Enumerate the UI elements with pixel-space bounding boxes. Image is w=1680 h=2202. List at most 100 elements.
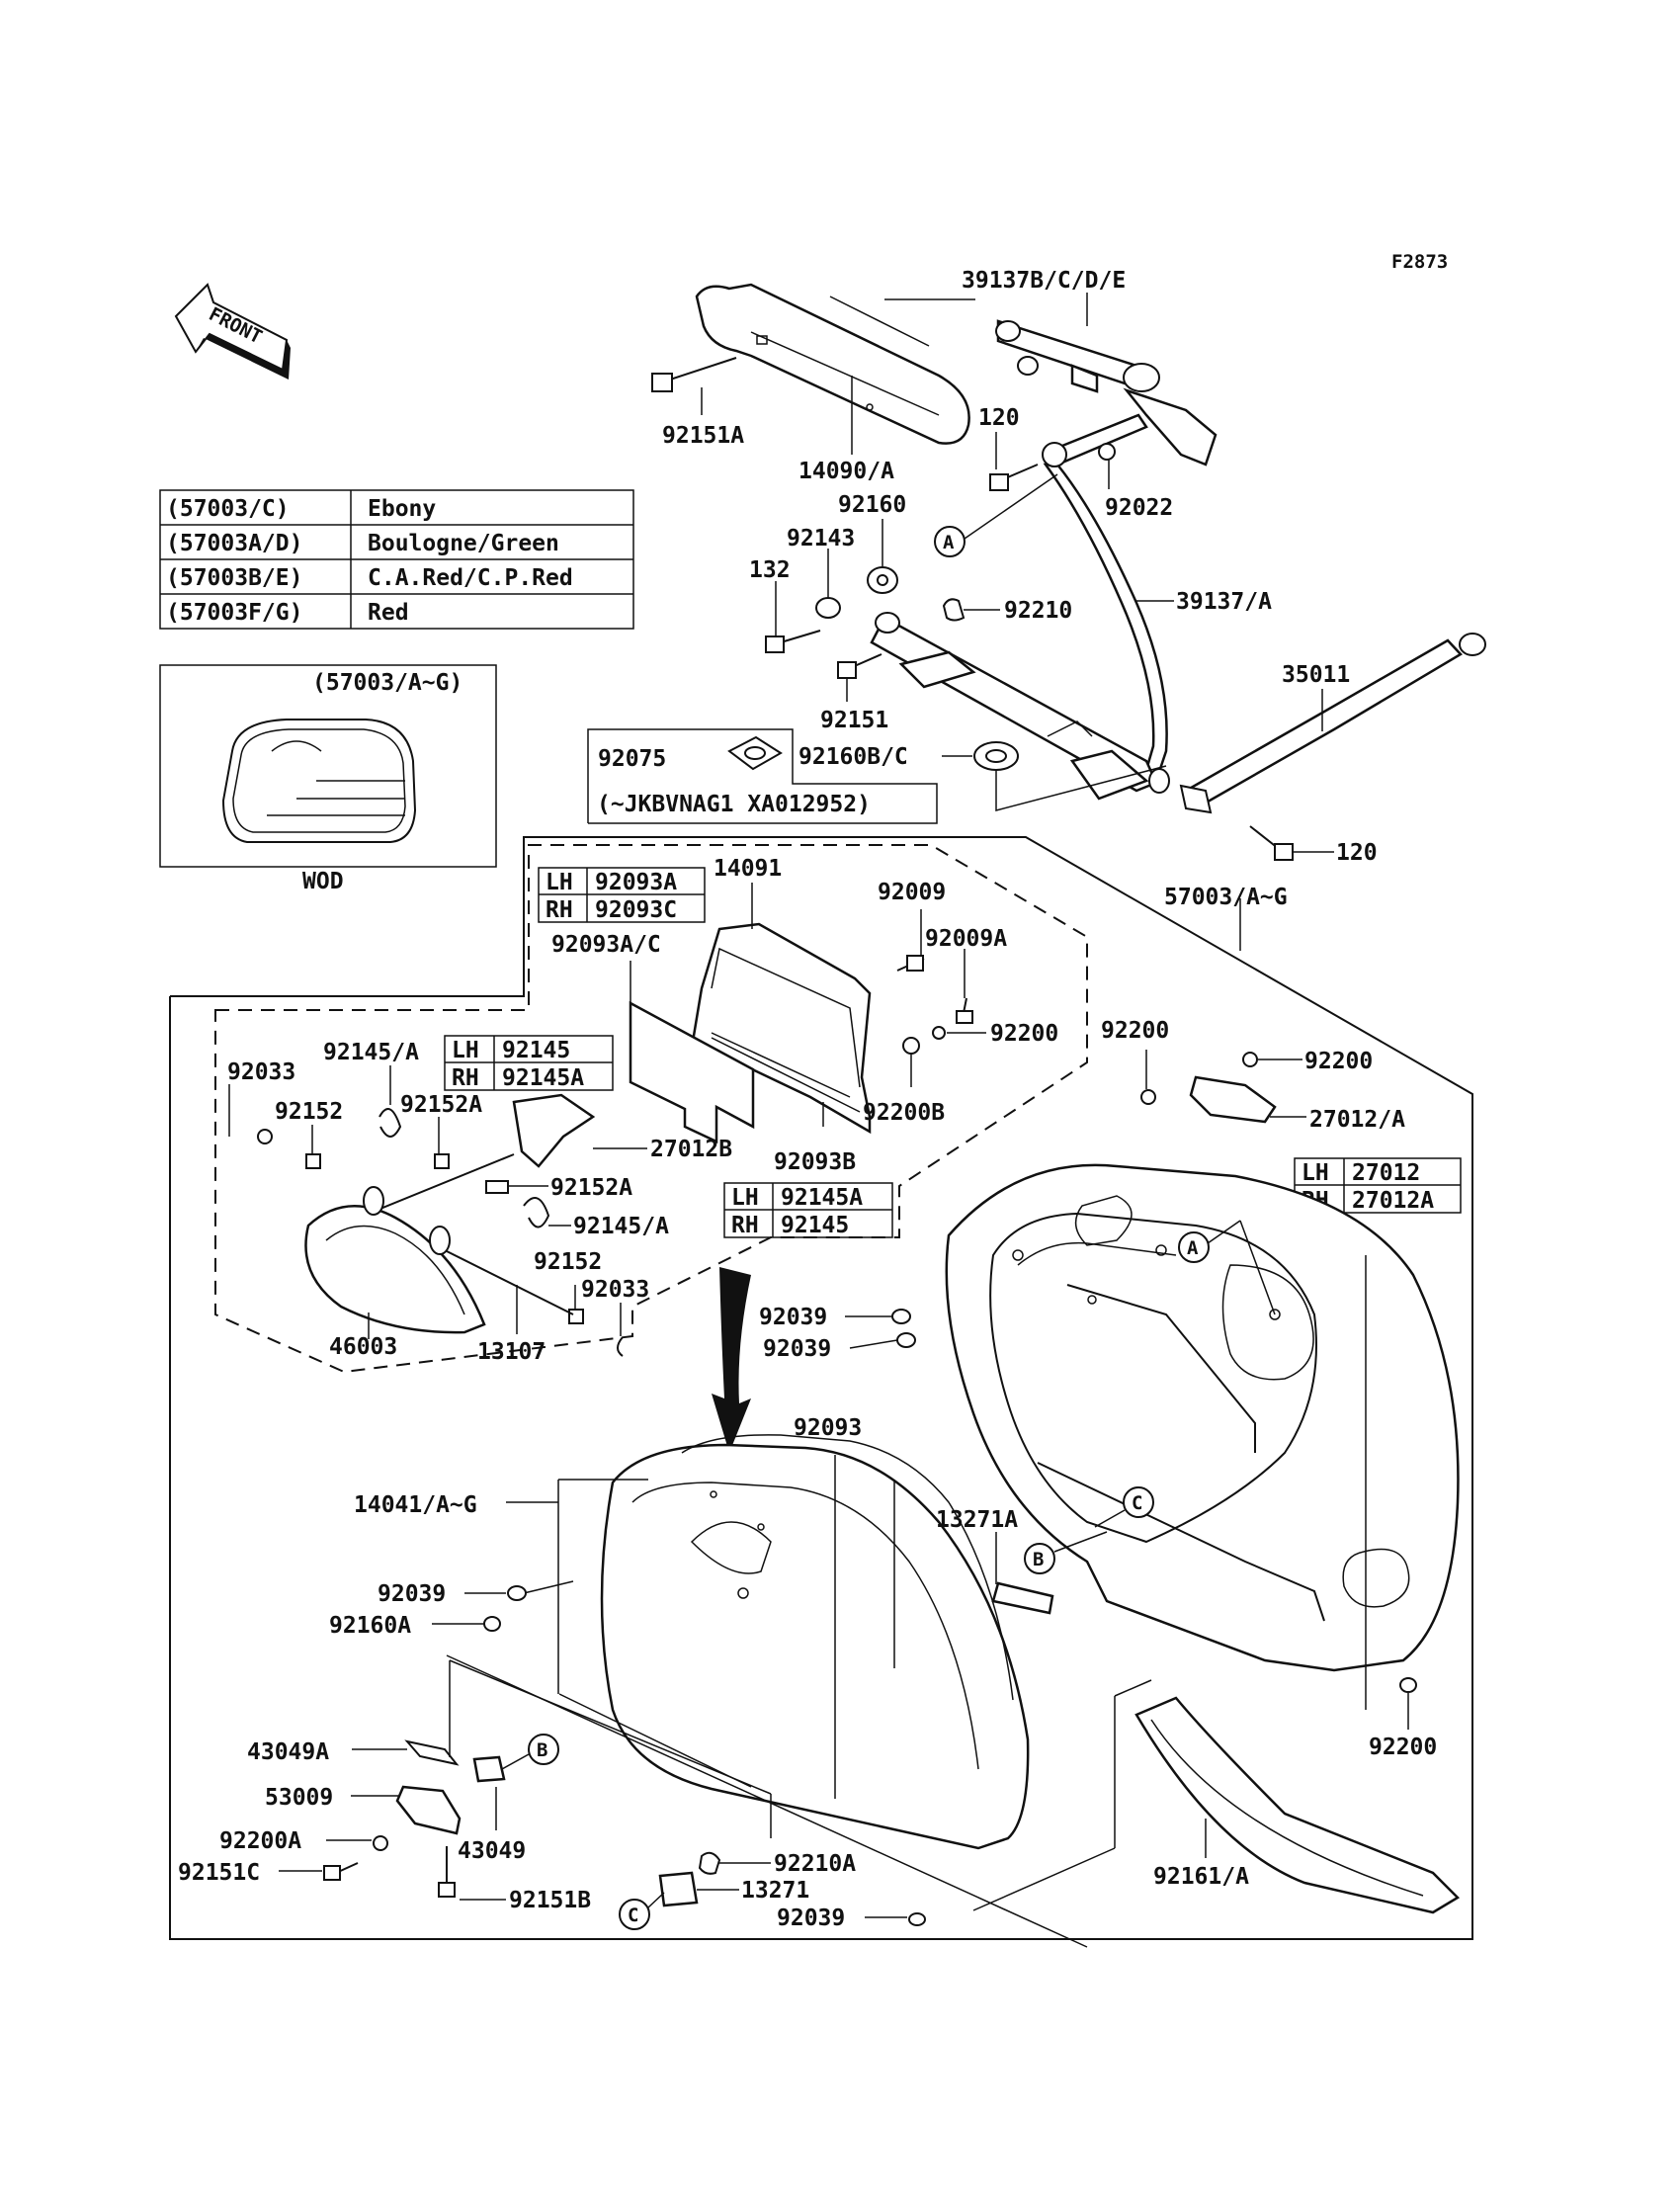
serial-note: (~JKBVNAG1 XA012952)	[597, 792, 871, 817]
label-92210a: 92210A	[774, 1851, 856, 1877]
bolt-92039-d	[908, 1912, 926, 1926]
table-27012: LH 27012 RH 27012A	[1294, 1157, 1462, 1214]
label-92161a: 92161/A	[1153, 1864, 1249, 1890]
lower-bracket	[870, 612, 1170, 801]
color-code-3: (57003B/E)	[166, 565, 302, 591]
t92145-rh-part: 92145A	[502, 1065, 584, 1091]
t92093-lh-part: 92093A	[595, 870, 677, 895]
ref-a-case: A	[1178, 1220, 1276, 1315]
pin-92152-b	[568, 1309, 584, 1324]
spring-92145b	[523, 1197, 550, 1228]
label-14091: 14091	[714, 856, 782, 882]
ref-c-lower-text: C	[628, 1905, 638, 1926]
table-92145: LH 92145 RH 92145A	[444, 1035, 614, 1091]
color-code-2: (57003A/D)	[166, 531, 302, 556]
bar-35011	[1179, 633, 1486, 814]
color-name-1: Ebony	[368, 496, 436, 522]
collar-92160a	[483, 1616, 501, 1632]
label-13271: 13271	[741, 1878, 809, 1904]
label-120-lower: 120	[1336, 840, 1378, 866]
pin-92152a-a	[434, 1153, 450, 1169]
label-92039-d: 92039	[777, 1906, 845, 1931]
plate-13271a	[991, 1581, 1054, 1615]
grommet-92160bc	[973, 741, 1019, 771]
latch-27012b	[512, 1093, 596, 1168]
label-14041ag: 14041/A~G	[354, 1492, 477, 1518]
color-code-1: (57003/C)	[166, 496, 290, 522]
label-92151b: 92151B	[509, 1888, 591, 1913]
main-frame	[169, 836, 1473, 1940]
plate-92093ac	[629, 1000, 755, 1143]
washer-92200-b	[1242, 1052, 1258, 1067]
bolt-92039-c	[507, 1580, 574, 1601]
label-39137bcde: 39137B/C/D/E	[962, 268, 1126, 294]
pin-92152-a	[305, 1153, 321, 1169]
screw-92009a	[956, 997, 973, 1024]
label-92145a-b: 92145/A	[573, 1214, 669, 1239]
lid-46003	[304, 1153, 515, 1334]
ref-c-lower: C	[619, 1892, 665, 1930]
label-92200b: 92200B	[863, 1100, 945, 1126]
table-92145b: LH 92145A RH 92145	[723, 1182, 893, 1238]
crossbar-39137b	[995, 319, 1218, 466]
label-92145a-a: 92145/A	[323, 1040, 419, 1065]
bolt-92151a	[651, 357, 737, 392]
label-92152a-a: 92152A	[400, 1092, 482, 1118]
label-92152-b: 92152	[534, 1249, 602, 1275]
striker-27012a	[1189, 1075, 1277, 1124]
label-92160a: 92160A	[329, 1613, 411, 1639]
label-53009: 53009	[265, 1785, 333, 1811]
label-92151a: 92151A	[662, 423, 744, 449]
bolt-92151b	[438, 1846, 456, 1898]
label-92160: 92160	[838, 492, 906, 518]
clip-92033-a	[257, 1129, 273, 1144]
nut-92210	[942, 598, 966, 622]
label-92151c: 92151C	[178, 1860, 260, 1886]
t27012-rh-part: 27012A	[1352, 1188, 1434, 1214]
grommet-92075	[727, 735, 783, 771]
label-92033-a: 92033	[227, 1059, 295, 1085]
ref-b-case-text: B	[1033, 1549, 1044, 1570]
label-13271a: 13271A	[936, 1507, 1018, 1533]
label-27012b: 27012B	[650, 1137, 732, 1162]
label-43049a: 43049A	[247, 1739, 329, 1765]
washer-92200-d	[1399, 1677, 1417, 1693]
label-92160bc: 92160B/C	[798, 744, 908, 770]
t92145b-lh-part: 92145A	[781, 1185, 863, 1211]
t27012-lh-part: 27012	[1352, 1160, 1420, 1186]
washer-92200a	[373, 1835, 388, 1851]
color-table: (57003/C) Ebony (57003A/D) Boulogne/Gree…	[159, 489, 634, 630]
label-120-upper: 120	[978, 405, 1020, 431]
color-name-2: Boulogne/Green	[368, 531, 559, 556]
washer-92022	[1098, 443, 1116, 461]
nut-92210a	[698, 1851, 721, 1875]
label-13107: 13107	[477, 1339, 546, 1365]
label-92151: 92151	[820, 708, 888, 733]
washer-92200-a	[1140, 1089, 1156, 1105]
t92145b-rh-part: 92145	[781, 1213, 849, 1238]
bolt-120-upper	[989, 464, 1039, 491]
label-92039-b: 92039	[763, 1336, 831, 1362]
washer-92200	[932, 1026, 946, 1040]
serial-box: 92075 (~JKBVNAG1 XA012952)	[587, 728, 938, 824]
serial-part: 92075	[598, 746, 666, 772]
collar-92160	[867, 566, 898, 594]
ref-b-lower: B	[501, 1734, 559, 1770]
label-92093: 92093	[794, 1415, 862, 1441]
bolt-92039-a	[891, 1309, 911, 1324]
ref-b-case: B	[1024, 1531, 1108, 1574]
t27012-lh: LH	[1302, 1160, 1329, 1186]
label-14090a: 14090/A	[798, 459, 894, 484]
grommet-92143	[815, 597, 841, 619]
color-code-4: (57003F/G)	[166, 600, 302, 626]
washer-92200b	[902, 1037, 920, 1055]
label-92210: 92210	[1004, 598, 1072, 624]
bracket-53009	[395, 1785, 462, 1835]
ref-c-case: C	[1094, 1486, 1154, 1528]
clip-92033-b	[617, 1336, 624, 1357]
bolt-92151c	[323, 1862, 359, 1881]
color-name-3: C.A.Red/C.P.Red	[368, 565, 573, 591]
label-92200-a: 92200	[990, 1021, 1058, 1047]
label-92152-a: 92152	[275, 1099, 343, 1125]
label-43049: 43049	[458, 1838, 526, 1864]
